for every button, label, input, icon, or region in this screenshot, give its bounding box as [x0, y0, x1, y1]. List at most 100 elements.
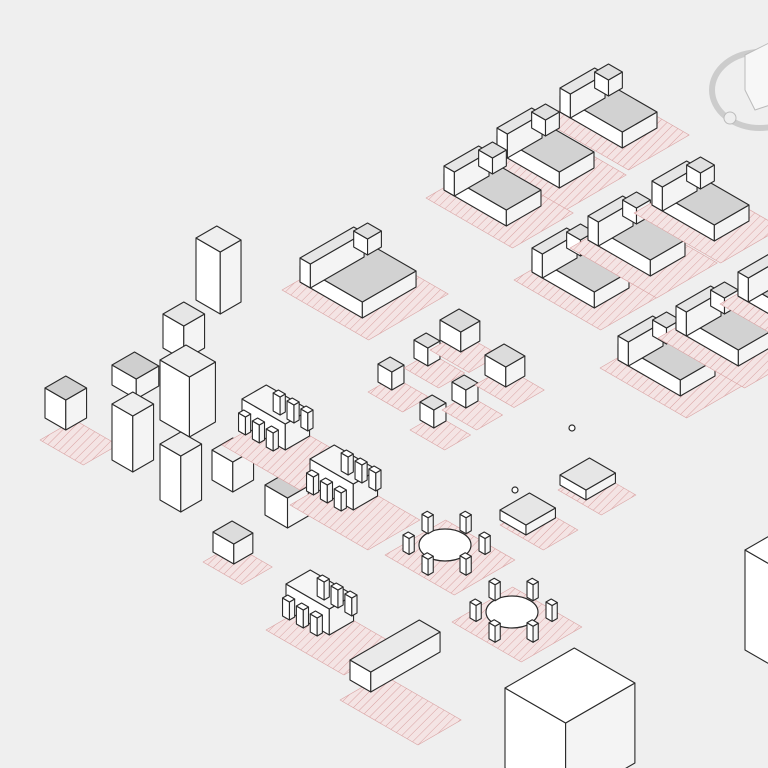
refrigerator[interactable] [195, 225, 242, 315]
cabinet[interactable] [111, 391, 155, 473]
chair[interactable] [272, 389, 286, 416]
nightstand-face [353, 222, 382, 240]
chair[interactable] [340, 449, 354, 476]
toilet[interactable] [451, 374, 479, 409]
chair[interactable] [330, 582, 344, 609]
nightstand-face [531, 103, 560, 121]
round-table[interactable] [418, 528, 472, 562]
chair[interactable] [488, 619, 501, 643]
nightstand[interactable] [594, 63, 623, 97]
chair-face [526, 577, 539, 586]
sink[interactable] [484, 343, 526, 388]
sink[interactable] [439, 308, 481, 353]
chair-face [354, 457, 368, 466]
cabinet-face [159, 431, 203, 457]
toilet-face [413, 332, 441, 349]
sofa-face [349, 619, 441, 673]
wardrobe-face [159, 344, 216, 378]
view-cube-icon[interactable] [705, 30, 768, 150]
stove-face [44, 375, 88, 401]
chair[interactable] [309, 610, 323, 637]
nightstand[interactable] [531, 103, 560, 137]
chair[interactable] [237, 409, 252, 436]
chair[interactable] [333, 485, 347, 512]
chair[interactable] [305, 469, 320, 496]
chair-face [330, 582, 344, 591]
chair[interactable] [469, 598, 482, 623]
chair-face [402, 531, 415, 540]
chair-face [305, 469, 320, 478]
chair[interactable] [478, 531, 491, 556]
sink-face [484, 343, 526, 368]
refrigerator-face [195, 225, 242, 253]
toilet[interactable] [377, 356, 405, 391]
chair[interactable] [421, 510, 434, 535]
chair[interactable] [344, 590, 358, 617]
sink-face [212, 520, 254, 545]
building-block-face [744, 536, 768, 564]
chair[interactable] [319, 477, 334, 504]
bed-headboard[interactable] [737, 252, 768, 303]
chair[interactable] [402, 531, 415, 556]
chair[interactable] [526, 619, 539, 643]
chair-face [340, 449, 354, 458]
chair[interactable] [459, 552, 472, 576]
sink-face [439, 308, 481, 333]
nightstand-face [622, 191, 651, 209]
refrigerator-face [219, 239, 242, 315]
sofa[interactable] [349, 619, 441, 693]
bed-face [737, 332, 768, 367]
chair-face [286, 397, 300, 406]
chair[interactable] [265, 425, 279, 452]
building-block-face [504, 647, 636, 724]
chair-face [319, 477, 334, 486]
chair[interactable] [300, 405, 314, 432]
chair[interactable] [286, 397, 300, 424]
chair[interactable] [526, 577, 539, 602]
chair[interactable] [281, 594, 296, 621]
chair[interactable] [459, 510, 472, 535]
bathtub[interactable] [559, 457, 616, 501]
floor-lamp[interactable] [568, 424, 576, 432]
building-block-face [744, 549, 768, 664]
wood-stove[interactable] [111, 351, 160, 400]
wardrobe[interactable] [159, 344, 216, 438]
bathtub[interactable] [499, 492, 556, 536]
chair-face [459, 510, 472, 519]
chair[interactable] [295, 602, 310, 629]
nightstand-face [478, 141, 507, 159]
sink[interactable] [212, 520, 254, 565]
nightstand[interactable] [478, 141, 507, 175]
chair[interactable] [488, 577, 501, 602]
stove-floor-zone [39, 419, 119, 466]
chair-face [272, 389, 286, 398]
chair[interactable] [251, 417, 266, 444]
chair-face [421, 510, 434, 519]
cabinet[interactable] [159, 431, 203, 513]
building-block[interactable] [504, 647, 636, 768]
bed-headboard-face [737, 254, 768, 279]
chair-face [344, 590, 358, 599]
chair[interactable] [354, 457, 368, 484]
nightstand[interactable] [353, 222, 382, 256]
sofa-floor-zone [339, 674, 462, 746]
round-table[interactable] [485, 595, 539, 629]
chair[interactable] [545, 598, 558, 623]
chair-face [316, 574, 330, 583]
nightstand-face [594, 63, 623, 81]
building-block[interactable] [744, 530, 768, 680]
floor-lamp[interactable] [511, 486, 519, 494]
chair[interactable] [368, 465, 382, 492]
chair[interactable] [421, 552, 434, 576]
stove[interactable] [44, 375, 88, 431]
nightstand[interactable] [686, 156, 715, 190]
nightstand-face [686, 156, 715, 174]
chair-face [251, 417, 266, 426]
cabinet-face [111, 391, 155, 417]
chair-face [295, 602, 310, 611]
chair[interactable] [316, 574, 330, 601]
toilet[interactable] [419, 394, 447, 429]
chair-face [237, 409, 252, 418]
